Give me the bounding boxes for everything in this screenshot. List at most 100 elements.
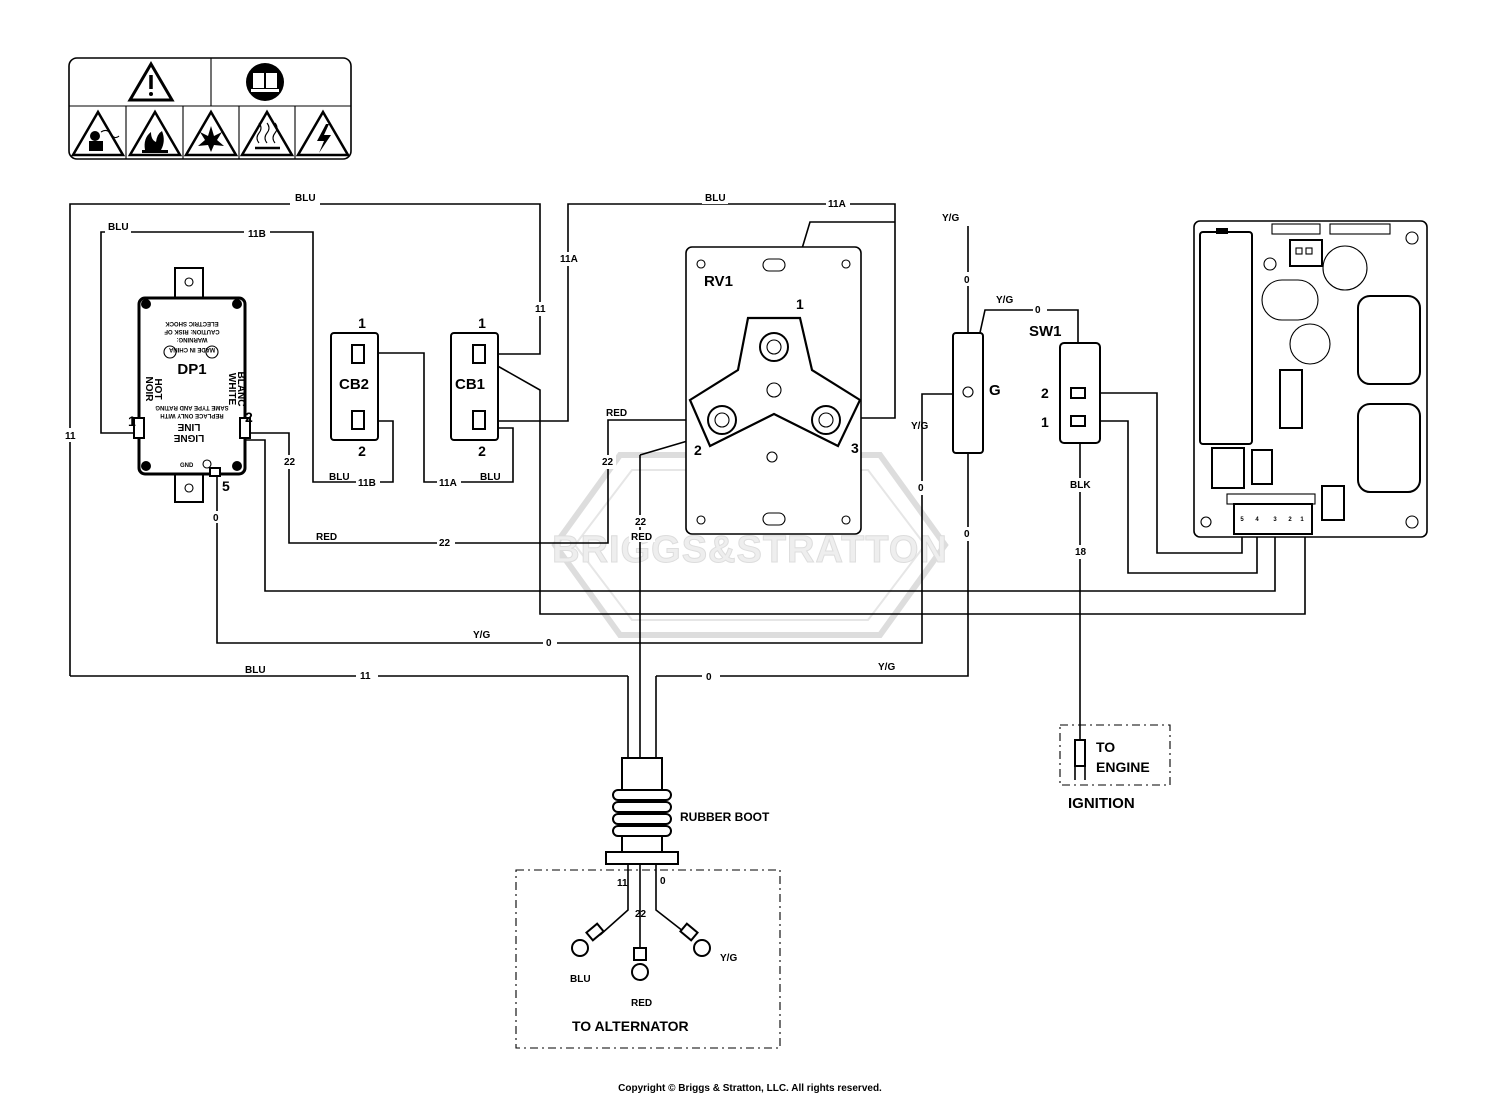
dp1-pin-2: 2 bbox=[245, 409, 253, 425]
dp1-receptacle[interactable]: MADE IN CHINA WARNING: CAUTION: RISK OF … bbox=[128, 267, 253, 503]
cb2-label: CB2 bbox=[339, 376, 369, 393]
dp1-warning-d: REPLACE ONLY WITH bbox=[160, 412, 223, 418]
label-yg-sw: Y/G bbox=[996, 295, 1013, 306]
label-11-bottom: 11 bbox=[360, 671, 371, 682]
wire-11b-top bbox=[100, 231, 394, 483]
alt-wire-0: 0 bbox=[660, 876, 666, 887]
connector-pin-3: 3 bbox=[1273, 517, 1277, 523]
dp1-made-in: MADE IN CHINA bbox=[168, 346, 215, 352]
connector-pin-2: 2 bbox=[1288, 517, 1292, 523]
engine-to: TO bbox=[1096, 739, 1115, 755]
cb2-breaker[interactable]: CB2 1 2 bbox=[330, 315, 379, 459]
watermark-text: BRIGGS&STRATTON bbox=[552, 529, 948, 571]
label-22-dp: 22 bbox=[284, 457, 296, 468]
rv1-pin-1: 1 bbox=[796, 296, 804, 312]
connector-pin-5: 5 bbox=[1240, 517, 1244, 523]
label-blu-bottom: BLU bbox=[245, 665, 266, 676]
explosion-icon bbox=[183, 109, 239, 157]
sw1-switch[interactable]: SW1 2 1 bbox=[1029, 323, 1101, 444]
dp1-ligne: LIGNE bbox=[173, 432, 204, 443]
ring-terminal-red bbox=[631, 947, 649, 981]
label-0-sw: 0 bbox=[1035, 305, 1041, 316]
ignition-label: IGNITION bbox=[1068, 795, 1135, 812]
electric-shock-icon bbox=[295, 109, 351, 157]
dp1-warning-e: SAME TYPE AND RATING bbox=[155, 404, 229, 410]
fire-icon bbox=[127, 109, 183, 157]
ring-terminal-blu bbox=[571, 922, 605, 957]
dp1-gnd: GND bbox=[180, 463, 194, 469]
label-22-boot: 22 bbox=[635, 517, 647, 528]
label-22-rv: 22 bbox=[602, 457, 614, 468]
cb1-pin-1: 1 bbox=[478, 315, 486, 331]
wire-cb1-rv1 bbox=[486, 359, 1306, 615]
engine-ignition-box: TO ENGINE IGNITION bbox=[1059, 724, 1171, 812]
sw1-pin-2: 2 bbox=[1041, 385, 1049, 401]
label-left-blu: BLU bbox=[108, 222, 129, 233]
wire-cb2-cb1-11a bbox=[364, 352, 514, 483]
label-18: 18 bbox=[1075, 547, 1087, 558]
alt-wire-22: 22 bbox=[635, 909, 647, 920]
label-blu-cb1: BLU bbox=[480, 472, 501, 483]
alt-wire-11: 11 bbox=[617, 878, 628, 889]
label-yg-ground: Y/G bbox=[473, 630, 490, 641]
cb1-pin-2: 2 bbox=[478, 443, 486, 459]
engine-label: ENGINE bbox=[1096, 759, 1150, 775]
dp1-pin-5: 5 bbox=[222, 478, 230, 494]
cb2-pin-2: 2 bbox=[358, 443, 366, 459]
label-0-dp: 0 bbox=[213, 513, 219, 524]
label-0-bottom: 0 bbox=[706, 672, 712, 683]
label-22-bottom: 22 bbox=[439, 538, 451, 549]
label-11b-bot: 11B bbox=[358, 478, 376, 489]
label-red-rv: RED bbox=[606, 408, 627, 419]
cb1-breaker[interactable]: CB1 1 2 bbox=[450, 315, 499, 459]
warning-triangle-icon bbox=[127, 61, 175, 102]
label-mid-blu: BLU bbox=[705, 193, 726, 204]
dp1-label: DP1 bbox=[177, 361, 206, 378]
label-yg-g: Y/G bbox=[911, 421, 928, 432]
label-11a-vert: 11A bbox=[560, 254, 578, 265]
label-11a-top: 11A bbox=[828, 199, 846, 210]
wire-yg-gnd bbox=[216, 393, 968, 644]
hot-surface-icon bbox=[239, 109, 295, 157]
label-11a-bot: 11A bbox=[439, 478, 457, 489]
wire-11a-rv1 bbox=[487, 203, 896, 422]
dp1-warning-b: CAUTION: RISK OF bbox=[164, 328, 220, 334]
alt-yg: Y/G bbox=[720, 953, 737, 964]
copyright: Copyright © Briggs & Stratton, LLC. All … bbox=[618, 1083, 882, 1094]
label-0-g: 0 bbox=[918, 483, 924, 494]
connector-pin-1: 1 bbox=[1300, 517, 1304, 523]
label-0-ground: 0 bbox=[546, 638, 552, 649]
wire-dp1-connector bbox=[245, 439, 1276, 592]
dp1-line: LINE bbox=[177, 421, 200, 432]
label-yg-top: Y/G bbox=[942, 213, 959, 224]
connector-pin-4: 4 bbox=[1255, 517, 1259, 523]
watermark: BRIGGS&STRATTON bbox=[551, 452, 949, 638]
ground-label: G bbox=[989, 382, 1001, 399]
rv1-receptacle[interactable]: RV1 1 2 3 bbox=[685, 246, 862, 535]
ring-terminal-yg bbox=[679, 922, 711, 957]
label-11b-top: 11B bbox=[248, 229, 266, 240]
rubber-boot: RUBBER BOOT bbox=[605, 757, 770, 865]
label-0-top: 0 bbox=[964, 275, 970, 286]
dp1-white: WHITE bbox=[226, 373, 237, 406]
dp1-warning-c: ELECTRIC SHOCK bbox=[165, 320, 219, 326]
ground-block[interactable]: G bbox=[952, 332, 1001, 454]
label-red-boot: RED bbox=[631, 532, 652, 543]
label-red-bottom: RED bbox=[316, 532, 337, 543]
control-board[interactable]: 5 4 3 2 1 bbox=[1193, 220, 1428, 538]
label-top-blu: BLU bbox=[295, 193, 316, 204]
rv1-pin-2: 2 bbox=[694, 442, 702, 458]
cb1-label: CB1 bbox=[455, 376, 485, 393]
dp1-blanc: BLANC bbox=[235, 372, 246, 407]
alt-blu: BLU bbox=[570, 974, 591, 985]
rv1-label: RV1 bbox=[704, 273, 733, 290]
label-yg-bottom: Y/G bbox=[878, 662, 895, 673]
toxic-fumes-icon bbox=[70, 109, 126, 157]
label-blk: BLK bbox=[1070, 480, 1091, 491]
label-11-mid: 11 bbox=[535, 304, 546, 315]
rv1-pin-3: 3 bbox=[851, 440, 859, 456]
read-manual-icon bbox=[246, 63, 284, 101]
sw1-pin-1: 1 bbox=[1041, 414, 1049, 430]
wire-sw1-pin4 bbox=[1085, 420, 1258, 574]
